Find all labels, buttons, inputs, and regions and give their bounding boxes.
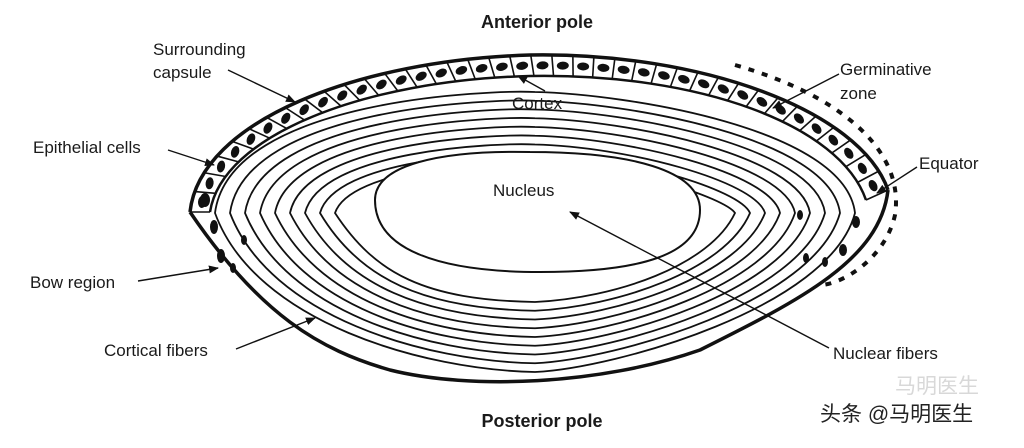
nuclear-fibers-label: Nuclear fibers [833,344,938,363]
cell-nucleus [657,70,671,81]
cell-wall [709,77,719,95]
cell-nucleus [355,83,369,97]
watermark-faint: 马明医生 [895,375,979,398]
cell-nucleus [536,61,549,70]
cell-nucleus [867,178,879,192]
germinative-zone-label: Germinative zone [840,60,936,103]
cell-wall [405,69,417,87]
cortex-label: Cortex [512,94,563,113]
cell-wall [489,57,495,77]
cell-nucleus [617,65,630,75]
cell-nucleus [434,67,448,80]
cell-nucleus [454,64,468,76]
cell-wall [204,173,225,177]
cell-nucleus [475,63,489,74]
cell-wall [858,171,879,182]
cell-nucleus [856,161,869,175]
cell-nucleus [495,61,509,72]
equator-label: Equator [919,154,979,173]
cell-nucleus [297,102,310,116]
watermark-text: 头条 @马明医生 [820,403,973,426]
cell-nucleus [205,177,214,190]
cell-nucleus [577,62,589,70]
surrounding-capsule-label: Surrounding capsule [153,40,250,82]
cell-nucleus [842,146,855,160]
cell-wall [552,55,554,76]
cell-wall [670,68,677,87]
cell-nucleus [262,121,275,135]
cell-nucleus [374,78,388,92]
cell-wall [651,64,657,84]
cell-wall [728,83,739,100]
anterior-pole-label: Anterior pole [481,12,593,32]
cell-nucleus [414,70,428,83]
cell-nucleus [516,61,529,71]
cell-nucleus [637,67,651,78]
cell-wall [447,62,456,81]
cell-nucleus [279,111,292,125]
cell-nucleus [335,88,349,102]
cell-wall [612,59,615,79]
cell-nucleus [810,121,824,135]
cell-wall [632,61,636,81]
cell-wall [510,56,515,77]
germinative-zone-line1: Germinative [840,60,932,79]
cell-wall [746,90,758,107]
cell-wall [468,59,476,79]
cell-nucleus [394,73,408,86]
cell-nucleus [697,78,711,90]
cell-nucleus [245,132,257,146]
cell-nucleus [677,73,691,85]
epithelial-cells-label: Epithelial cells [33,138,141,157]
germinative-zone-line2: zone [840,84,877,103]
cell-nucleus [792,111,806,125]
cell-nucleus [316,95,330,109]
cell-nucleus [229,145,240,159]
cell-nucleus [755,95,769,109]
surrounding-capsule-line1: Surrounding [153,40,246,59]
cell-nucleus [827,133,841,147]
bow-region-label: Bow region [30,273,115,292]
cell-nucleus [216,160,226,173]
surrounding-capsule-line2: capsule [153,63,212,82]
cell-wall [531,55,534,76]
cell-nucleus [557,61,569,70]
cell-wall [690,72,698,91]
cell-wall [866,190,888,200]
cell-wall [593,57,594,78]
cell-nucleus [597,63,610,72]
cortical-fibers-label: Cortical fibers [104,341,208,360]
nucleus-label: Nucleus [493,181,554,200]
cell-wall [426,65,436,84]
cell-nucleus [736,88,750,101]
posterior-pole-label: Posterior pole [481,411,602,431]
cell-nucleus [716,83,730,96]
